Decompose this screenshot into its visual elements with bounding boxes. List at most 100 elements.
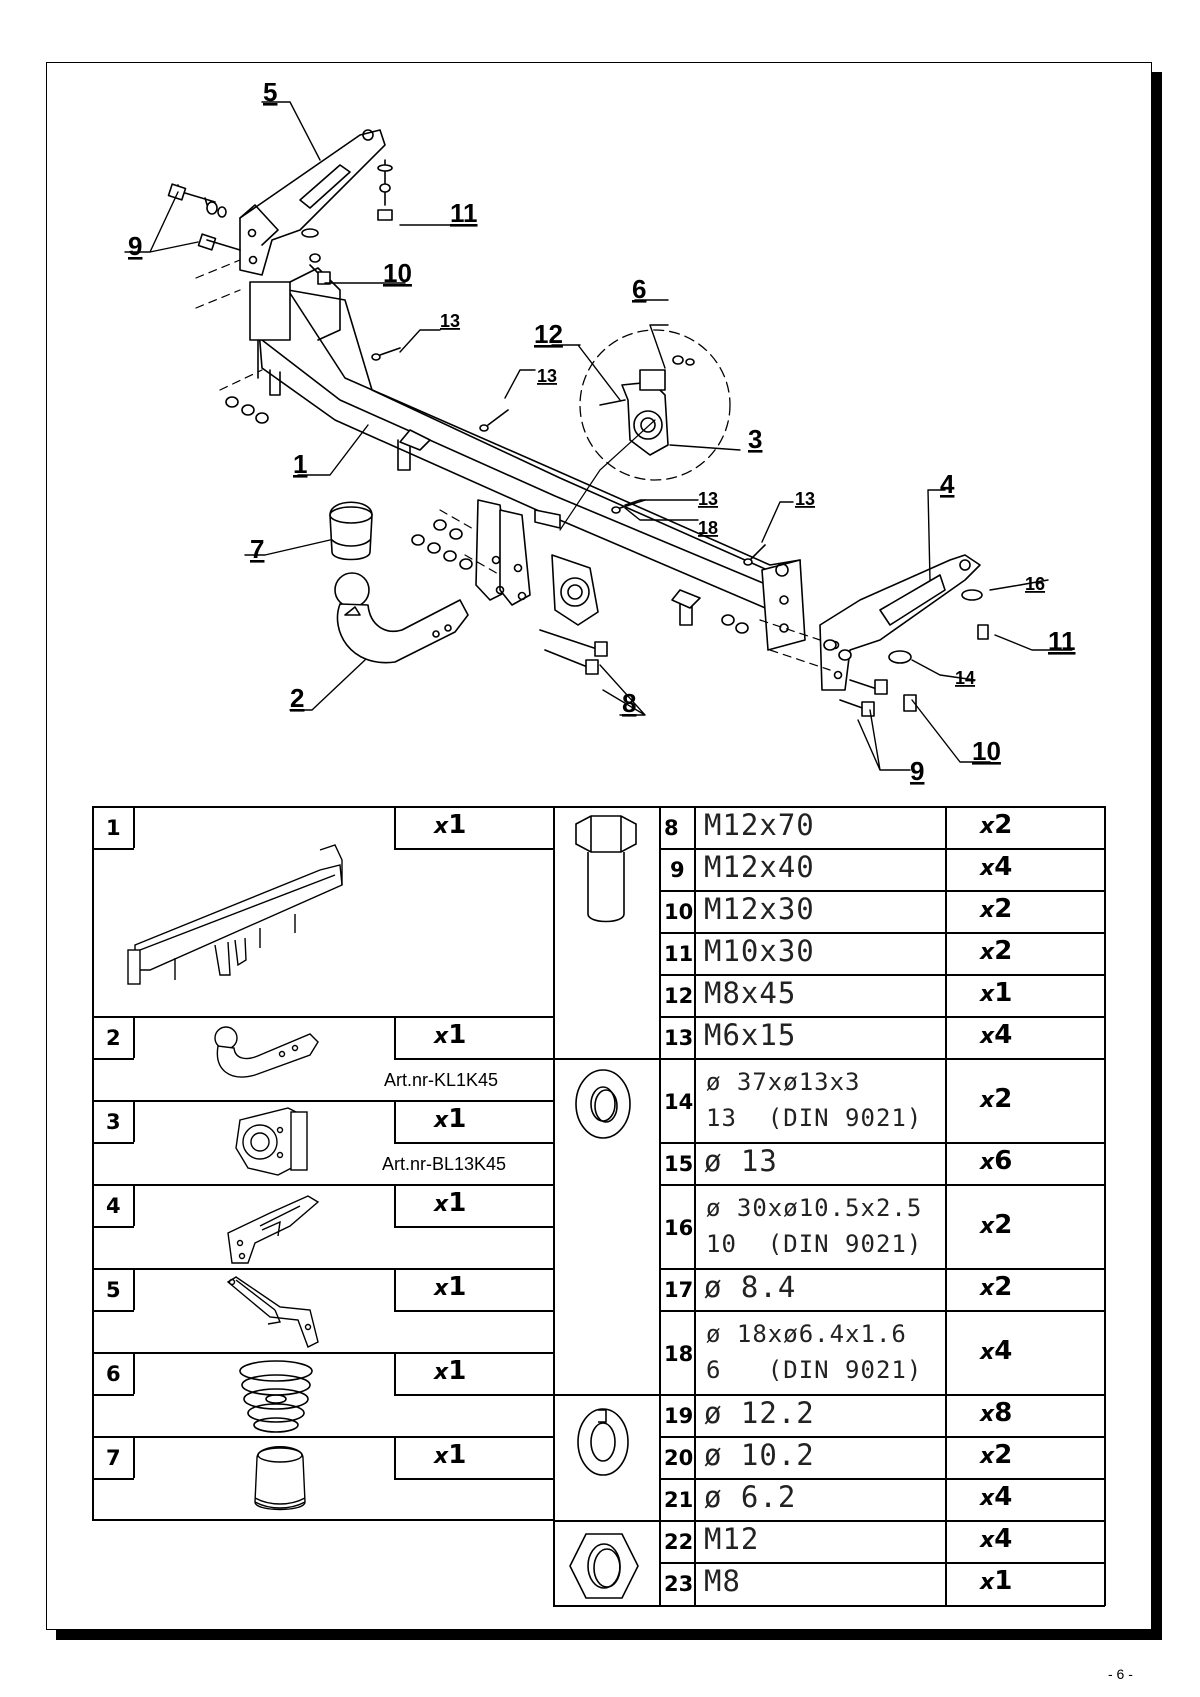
callout-12: 12	[534, 319, 563, 349]
spec-number-17: 17	[664, 1278, 694, 1302]
part-qty-6: x1	[434, 1356, 467, 1386]
callout-11-top: 11	[450, 198, 478, 228]
spec-qty-20: x2	[980, 1440, 1013, 1470]
spec-text-17: ø 8.4	[704, 1270, 797, 1304]
spec-text-14: ø 37xø13x3 13 (DIN 9021)	[706, 1068, 923, 1132]
part-number-7: 7	[106, 1446, 121, 1470]
part-number-5: 5	[106, 1278, 121, 1302]
spec-text-18: ø 18xø6.4x1.6 6 (DIN 9021)	[706, 1320, 923, 1384]
article-number-2: Art.nr-KL1K45	[384, 1070, 499, 1090]
thumbnail-tow-ball	[214, 1026, 319, 1078]
callout-13-d: 13	[795, 489, 815, 509]
spec-number-9: 9	[670, 858, 685, 882]
spec-number-20: 20	[664, 1446, 694, 1470]
side-bracket-part-5	[239, 129, 386, 276]
tow-ball-part-2	[334, 572, 469, 664]
socket-plate-mounted	[551, 554, 599, 626]
spec-text-22: M12	[704, 1522, 760, 1556]
thumbnail-ball-cap	[254, 1446, 306, 1511]
spec-qty-18: x4	[980, 1336, 1013, 1366]
part-qty-1: x1	[434, 810, 467, 840]
spec-qty-19: x8	[980, 1398, 1013, 1428]
part-qty-7: x1	[434, 1440, 467, 1470]
flat-washer-icon	[575, 1069, 631, 1139]
spec-text-15: ø 13	[704, 1144, 778, 1178]
callout-13-c: 13	[698, 489, 718, 509]
spec-qty-9: x4	[980, 852, 1013, 882]
frame-shadow-right	[1152, 72, 1162, 1640]
spec-text-16: ø 30xø10.5x2.5 10 (DIN 9021)	[706, 1194, 923, 1258]
crossbar-part-1	[249, 267, 806, 651]
spec-qty-15: x6	[980, 1146, 1013, 1176]
spec-text-21: ø 6.2	[704, 1480, 797, 1514]
part-number-1: 1	[106, 816, 121, 840]
table-border	[659, 806, 661, 1606]
part-qty-3: x1	[434, 1104, 467, 1134]
part-number-2: 2	[106, 1026, 121, 1050]
spec-text-12: M8x45	[704, 976, 797, 1010]
part-qty-2: x1	[434, 1020, 467, 1050]
spec-number-23: 23	[664, 1572, 694, 1596]
callout-1: 1	[293, 449, 307, 479]
frame-shadow-bottom	[56, 1630, 1162, 1640]
spec-number-10: 10	[664, 900, 694, 924]
callout-2: 2	[290, 683, 304, 713]
ball-holder-plates	[475, 499, 531, 606]
callout-9-top: 9	[128, 231, 142, 261]
spec-number-18: 18	[664, 1342, 694, 1366]
spring-washer-icon	[577, 1408, 629, 1476]
callout-6: 6	[632, 274, 646, 304]
part-qty-4: x1	[434, 1188, 467, 1218]
page-number: - 6 -	[1108, 1666, 1133, 1682]
callout-3: 3	[748, 424, 762, 454]
spec-qty-23: x1	[980, 1566, 1013, 1596]
table-border	[945, 806, 947, 1606]
article-number-3: Art.nr-BL13K45	[382, 1154, 507, 1174]
spec-number-16: 16	[664, 1216, 694, 1240]
callout-7: 7	[250, 534, 264, 564]
callout-16: 16	[1025, 574, 1045, 594]
ball-cap-part-7	[329, 501, 373, 561]
spec-text-8: M12x70	[704, 808, 815, 842]
spec-qty-12: x1	[980, 978, 1013, 1008]
part-number-3: 3	[106, 1110, 121, 1134]
thumbnail-bracket-left	[226, 1276, 319, 1348]
callout-13-b: 13	[537, 366, 557, 386]
alignment-guides	[195, 259, 831, 671]
leader-lines	[124, 101, 1073, 771]
callout-11-right: 11	[1048, 626, 1076, 656]
page-frame	[46, 62, 1152, 1630]
table-border	[1104, 806, 1106, 1606]
spec-qty-17: x2	[980, 1272, 1013, 1302]
callout-8: 8	[622, 688, 636, 718]
spec-number-19: 19	[664, 1404, 694, 1428]
table-border	[92, 806, 94, 1519]
spec-qty-11: x2	[980, 936, 1013, 966]
table-border	[553, 1605, 1105, 1607]
spec-text-13: M6x15	[704, 1018, 797, 1052]
thumbnail-socket-plate	[235, 1107, 308, 1176]
spec-qty-14: x2	[980, 1084, 1013, 1114]
spec-text-10: M12x30	[704, 892, 815, 926]
spec-text-11: M10x30	[704, 934, 815, 968]
table-border	[553, 806, 555, 1606]
table-border	[694, 806, 696, 1606]
exploded-assembly-drawing: 5 9 11 10 13 12 6 13 3 1 13 18 13 4 7 16…	[124, 77, 1076, 786]
callout-18: 18	[698, 518, 718, 538]
callout-9-right: 9	[910, 756, 924, 786]
spec-text-20: ø 10.2	[704, 1438, 815, 1472]
spec-qty-10: x2	[980, 894, 1013, 924]
callout-14: 14	[955, 668, 975, 688]
bolt-icon	[575, 815, 637, 923]
thumbnail-crossbar	[127, 844, 343, 985]
spec-text-9: M12x40	[704, 850, 815, 884]
spec-number-21: 21	[664, 1488, 694, 1512]
spec-text-23: M8	[704, 1564, 741, 1598]
table-border	[92, 1519, 554, 1521]
spec-qty-13: x4	[980, 1020, 1013, 1050]
spec-qty-16: x2	[980, 1210, 1013, 1240]
spec-text-19: ø 12.2	[704, 1396, 815, 1430]
hex-nut-icon	[569, 1533, 639, 1599]
thumbnail-spring	[239, 1360, 313, 1433]
spec-number-12: 12	[664, 984, 694, 1008]
